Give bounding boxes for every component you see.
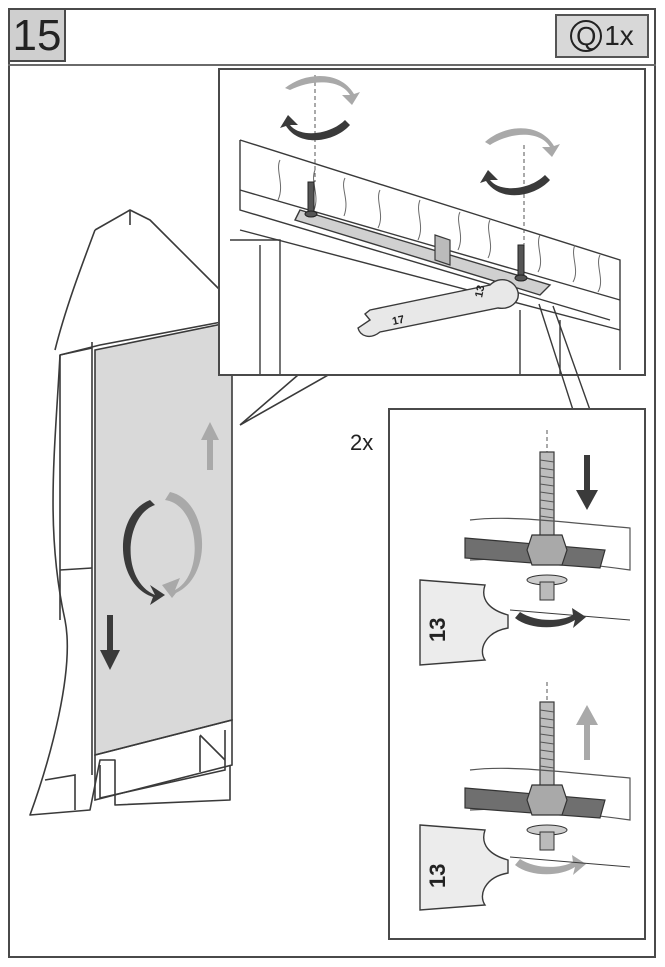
down-arrow (100, 615, 120, 670)
threaded-bolt-bottom (539, 701, 555, 788)
header-bar (8, 8, 656, 66)
up-arrow-detail (576, 705, 598, 760)
nut-bottom (526, 784, 568, 816)
tighten-step: 13 (419, 682, 631, 911)
wrench-size-13: 13 (473, 284, 487, 298)
wrench-head-bottom (419, 824, 509, 911)
rotate-dark-arrow (122, 500, 165, 605)
repeat-count: 2x (350, 430, 374, 455)
wrench-size-13-bottom: 13 (425, 864, 450, 888)
rotate-arrow-dark-detail (515, 608, 586, 628)
wrench-size-17: 17 (391, 314, 405, 328)
nut-top (526, 534, 568, 566)
callout-lines-bottom (538, 303, 591, 411)
part-letter-q: Q (570, 20, 603, 52)
bottom-detail-panel: 13 13 (388, 408, 646, 940)
wrench-head-top (419, 579, 509, 666)
part-count: 1x (604, 20, 634, 51)
rotate-arrow-dark-left (280, 115, 350, 141)
rotate-arrow-light-right (485, 128, 560, 157)
callout-lines-top (239, 373, 330, 426)
rotate-arrow-dark-right (480, 170, 550, 196)
quantity-badge: Q 1x (555, 14, 649, 58)
rotate-light-arrow (162, 492, 203, 598)
adjustment-detail: 13 13 (419, 430, 631, 911)
rotate-arrow-light-detail (515, 855, 586, 875)
plinth (44, 718, 233, 810)
top-detail-panel: 17 13 (218, 68, 646, 376)
hinge-plate (294, 209, 552, 296)
rotate-arrow-light-left (285, 75, 360, 105)
threaded-bolt-top (539, 451, 555, 538)
down-arrow-detail (576, 455, 598, 510)
loosen-step: 13 (419, 430, 631, 666)
wrench (357, 278, 519, 338)
appliance-illustration (29, 209, 233, 816)
cabinet-outline (29, 209, 233, 816)
step-number: 15 (10, 10, 66, 62)
door-panel (94, 321, 233, 757)
up-arrow (201, 422, 219, 470)
screws (304, 181, 528, 282)
wrench-size-13-top: 13 (425, 618, 450, 642)
hinge-detail: 17 13 (230, 75, 621, 374)
